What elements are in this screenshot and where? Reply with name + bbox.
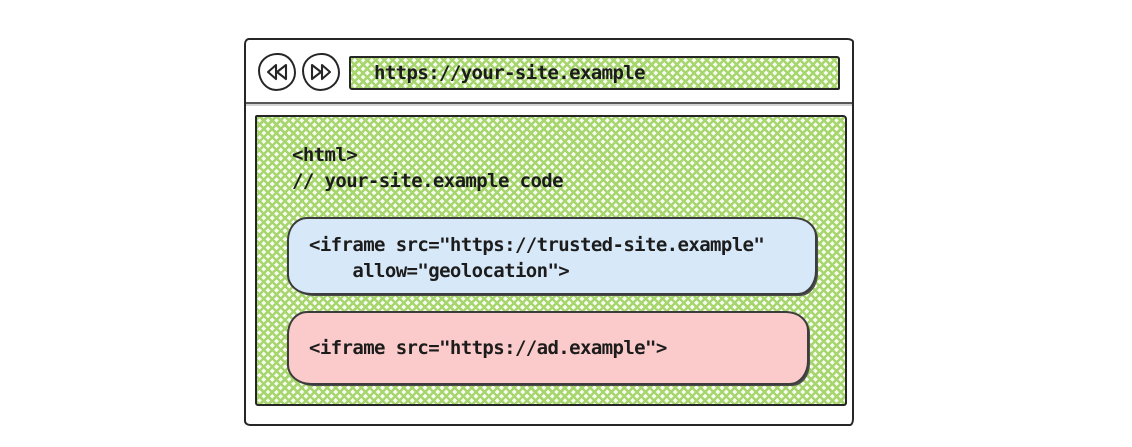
url-text: https://your-site.example	[374, 62, 646, 84]
page-code: <html> // your-site.example code	[292, 142, 564, 194]
address-bar[interactable]: https://your-site.example	[349, 56, 840, 90]
browser-window: https://your-site.example <html> // your…	[244, 38, 854, 426]
trusted-iframe-allow-line: allow="geolocation">	[309, 260, 570, 282]
browser-toolbar: https://your-site.example	[246, 40, 852, 103]
double-left-arrow-icon	[266, 63, 288, 80]
forward-button[interactable]	[302, 52, 340, 91]
ad-iframe-box: <iframe src="https://ad.example">	[287, 311, 809, 385]
code-line-html-tag: <html>	[292, 144, 358, 166]
double-right-arrow-icon	[310, 63, 332, 80]
page-viewport: <html> // your-site.example code <iframe…	[255, 115, 847, 406]
ad-iframe-src-line: <iframe src="https://ad.example">	[309, 337, 667, 359]
trusted-iframe-box: <iframe src="https://trusted-site.exampl…	[287, 217, 817, 295]
code-line-comment: // your-site.example code	[292, 170, 564, 192]
back-button[interactable]	[258, 52, 296, 91]
trusted-iframe-src-line: <iframe src="https://trusted-site.exampl…	[309, 234, 765, 256]
toolbar-divider	[246, 102, 852, 104]
